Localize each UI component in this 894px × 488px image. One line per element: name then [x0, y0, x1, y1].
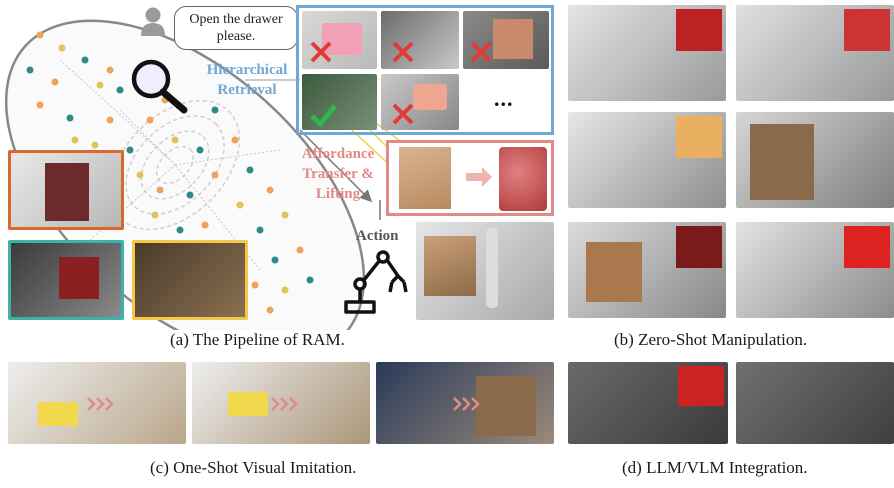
example-tabletop-image: [132, 240, 248, 320]
retrieved-image-3: [463, 11, 549, 69]
retrieval-results-box: ...: [296, 5, 554, 135]
instruction-text: Open the drawer please.: [189, 12, 283, 44]
more-indicator: ...: [494, 86, 514, 111]
cross-icon: [392, 41, 414, 63]
zero-shot-image-2: [736, 5, 894, 101]
affordance-box: [386, 140, 554, 216]
example-fridge-image: [8, 150, 124, 230]
caption-c: (c) One-Shot Visual Imitation.: [150, 458, 357, 477]
zero-shot-image-5: [568, 222, 726, 318]
zero-shot-image-1: [568, 5, 726, 101]
action-image: [416, 222, 554, 320]
user-icon: [141, 7, 165, 36]
cross-icon: [392, 103, 414, 125]
triple-chevron-icon: [271, 397, 298, 411]
retrieval-label: Hierarchical Retrieval: [206, 62, 288, 98]
magnifier-icon: [131, 59, 188, 114]
check-icon: [310, 104, 337, 128]
imitation-image-2: [192, 362, 370, 444]
integration-image-1: [568, 362, 728, 444]
cross-icon: [470, 41, 492, 63]
transfer-label: Affordance Transfer & Lifting: [301, 146, 375, 202]
point-cloud-image: [499, 147, 547, 211]
cross-icon: [310, 41, 332, 63]
robot-arm-icon: [344, 250, 408, 314]
triple-chevron-icon: [87, 397, 114, 411]
instruction-bubble: Open the drawer please.: [174, 6, 298, 50]
triple-chevron-icon: [453, 397, 480, 411]
imitation-image-3: [376, 362, 554, 444]
caption-b: (b) Zero-Shot Manipulation.: [614, 330, 808, 349]
zero-shot-image-3: [568, 112, 726, 208]
imitation-image-1: [8, 362, 186, 444]
zero-shot-image-6: [736, 222, 894, 318]
integration-image-2: [736, 362, 894, 444]
caption-a: (a) The Pipeline of RAM.: [170, 330, 345, 349]
action-label: Action: [356, 228, 399, 244]
arrow-right-icon: [466, 167, 492, 187]
caption-d: (d) LLM/VLM Integration.: [622, 458, 808, 477]
drawer-image: [399, 147, 451, 209]
example-human-video-image: [8, 240, 124, 320]
zero-shot-image-4: [736, 112, 894, 208]
